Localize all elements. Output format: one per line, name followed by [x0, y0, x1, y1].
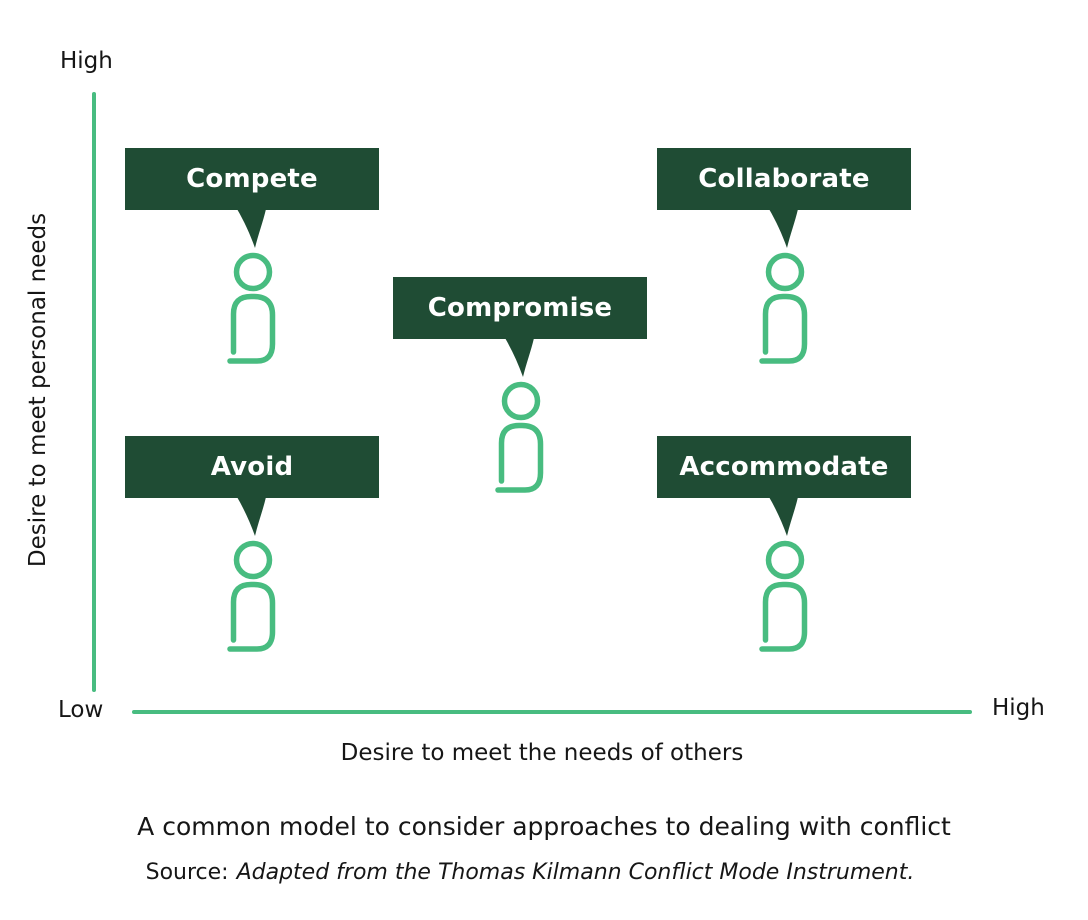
x-axis-title: Desire to meet the needs of others [340, 740, 744, 766]
mode-box-compromise: Compromise [393, 277, 647, 339]
callout-tail-icon [505, 338, 534, 377]
mode-box-compete: Compete [125, 148, 379, 210]
mode-box-collaborate: Collaborate [657, 148, 911, 210]
y-axis-high-label: High [60, 48, 113, 74]
mode-avoid: Avoid [125, 436, 379, 655]
callout-tail-icon [237, 497, 266, 536]
y-axis-title: Desire to meet personal needs [25, 212, 51, 568]
mode-compromise: Compromise [393, 277, 647, 496]
mode-label-accommodate: Accommodate [679, 452, 889, 482]
callout-tail-icon [237, 209, 266, 248]
source-text: Adapted from the Thomas Kilmann Conflict… [236, 860, 915, 885]
callout-tail-icon [769, 497, 798, 536]
y-axis-line [92, 92, 96, 692]
source-line: Source: Adapted from the Thomas Kilmann C… [0, 860, 1060, 885]
mode-label-collaborate: Collaborate [698, 164, 870, 194]
mode-label-avoid: Avoid [210, 452, 294, 482]
person-icon [495, 381, 544, 493]
person-icon [759, 252, 808, 364]
mode-accommodate: Accommodate [657, 436, 911, 655]
origin-low-label: Low [58, 697, 104, 723]
x-axis-high-label: High [992, 695, 1045, 721]
person-icon [759, 540, 808, 652]
callout-tail-icon [769, 209, 798, 248]
x-axis-line [132, 710, 972, 714]
source-prefix: Source: [145, 860, 229, 885]
mode-compete: Compete [125, 148, 379, 367]
person-icon [227, 540, 276, 652]
person-icon [227, 252, 276, 364]
mode-collaborate: Collaborate [657, 148, 911, 367]
mode-box-accommodate: Accommodate [657, 436, 911, 498]
mode-box-avoid: Avoid [125, 436, 379, 498]
figure-caption: A common model to consider approaches to… [137, 812, 951, 841]
mode-label-compromise: Compromise [427, 293, 613, 323]
mode-label-compete: Compete [186, 164, 318, 194]
